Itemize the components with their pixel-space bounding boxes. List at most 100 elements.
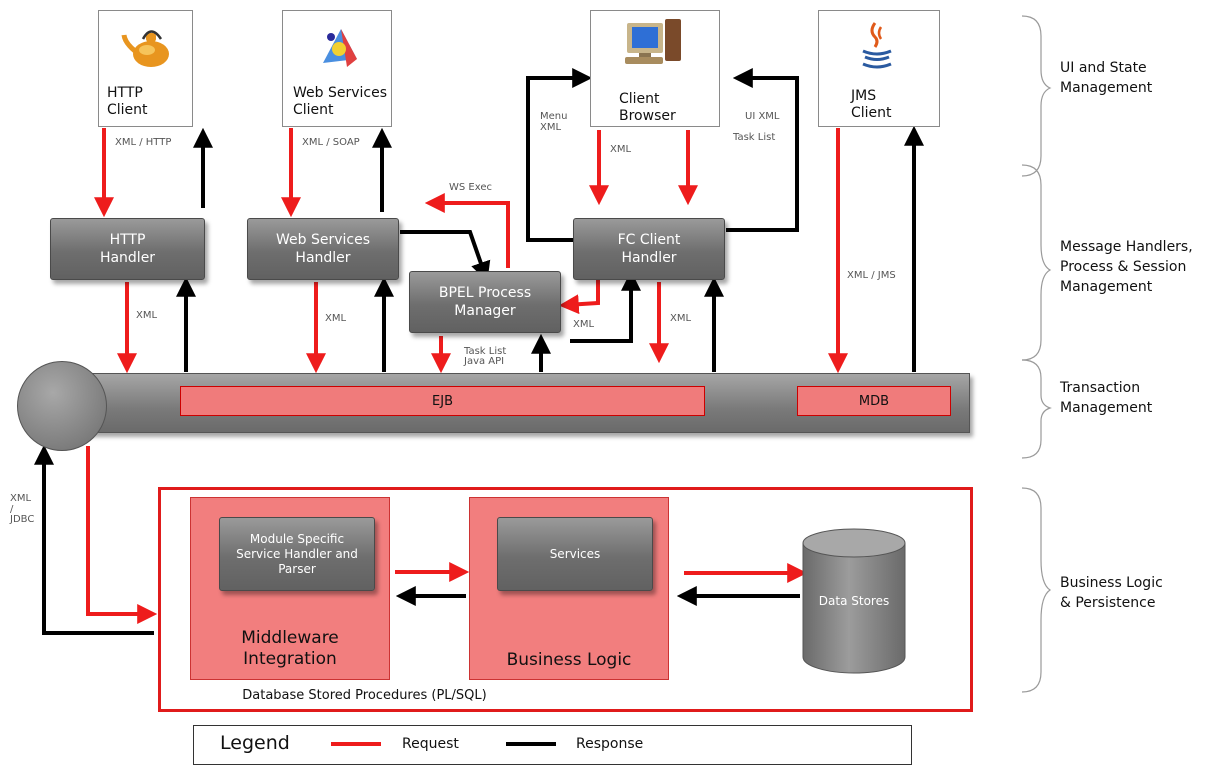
http-client-label-2: Client (107, 102, 148, 118)
request-arrow (558, 280, 600, 315)
ejb-label: EJB (432, 393, 453, 409)
legend-response-label: Response (576, 736, 644, 752)
tier-brace (1021, 164, 1052, 361)
response-arrow (726, 68, 799, 232)
label-xml-3: XML (573, 319, 595, 330)
http-handler: HTTP Handler (50, 218, 205, 280)
label-xml-2: XML (325, 313, 347, 324)
business-logic-label: Business Logic (469, 650, 669, 670)
http-client-box: HTTP Client (98, 10, 193, 127)
bpel-label-2: Manager (454, 303, 516, 319)
label-ws-exec: WS Exec (449, 182, 492, 193)
database-caption: Database Stored Procedures (PL/SQL) (158, 688, 571, 703)
module-label-1: Module Specific (249, 531, 345, 546)
tier-mh-2: Process & Session (1060, 259, 1187, 275)
label-task-list-api-2: Java API (464, 356, 505, 367)
http-handler-label-1: HTTP (109, 232, 146, 248)
bus-endcap (17, 361, 107, 451)
request-arrow (86, 446, 158, 624)
fc-handler-label-2: Handler (621, 250, 677, 266)
label-task-list: Task List (733, 132, 776, 143)
mdb-box: MDB (797, 386, 951, 416)
legend-response-swatch (506, 742, 556, 746)
label-xml-browser: XML (610, 144, 632, 155)
tier-bl-1: Business Logic (1060, 575, 1163, 591)
response-arrow (34, 444, 154, 635)
browser-client-label-1: Client (619, 91, 660, 107)
response-arrow (526, 68, 593, 242)
label-xml-jdbc-2: / (10, 504, 14, 515)
http-handler-label-2: Handler (99, 250, 156, 266)
computer-icon (625, 19, 681, 64)
tier-tx-2: Management (1060, 400, 1153, 416)
legend-title: Legend (220, 732, 290, 754)
ejb-box: EJB (180, 386, 705, 416)
label-xml-jms: XML / JMS (847, 270, 896, 281)
label-xml-soap: XML / SOAP (302, 137, 360, 148)
business-logic-text: Business Logic (506, 650, 632, 670)
tier-ui-1: UI and State (1060, 60, 1147, 76)
tier-brace (1021, 359, 1052, 459)
response-arrow (570, 270, 641, 343)
ws-handler-label-1: Web Services (275, 232, 370, 248)
jms-client-label-2: Client (851, 105, 892, 121)
tier-ui-2: Management (1060, 80, 1153, 96)
module-label-2: Service Handler and (236, 546, 358, 561)
tier-tx-1: Transaction (1060, 380, 1141, 396)
web-services-icon (323, 29, 357, 67)
mdb-label: MDB (858, 393, 890, 409)
ws-client-label-1: Web Services (293, 85, 388, 101)
ws-client-box: Web Services Client (282, 10, 392, 127)
legend-request-label: Request (402, 736, 459, 752)
browser-client-label-2: Browser (619, 108, 676, 124)
data-stores-text: Data Stores (818, 594, 890, 608)
database-caption-text: Database Stored Procedures (PL/SQL) (242, 688, 487, 703)
fc-handler-label-1: FC Client (617, 232, 681, 248)
http-client-label-1: HTTP (107, 85, 143, 101)
bpel-label-1: BPEL Process (438, 285, 532, 301)
tier-mh-1: Message Handlers, (1060, 239, 1193, 255)
ws-handler-label-2: Handler (295, 250, 351, 266)
tier-brace (1021, 15, 1052, 177)
tier-mh-3: Management (1060, 279, 1153, 295)
kettle-icon (121, 30, 169, 67)
label-xml-http: XML / HTTP (115, 137, 172, 148)
browser-client-box: Client Browser (590, 10, 720, 127)
label-task-list-api-1: Task List (464, 346, 507, 357)
legend: Legend Request Response (193, 725, 912, 765)
response-arrow (400, 230, 491, 282)
jms-client-label-1: JMS (851, 88, 877, 104)
label-xml-jdbc-3: JDBC (10, 514, 35, 525)
data-stores-label: Data Stores (801, 594, 907, 608)
label-xml-1: XML (136, 310, 158, 321)
tier-bl-2: & Persistence (1060, 595, 1156, 611)
label-ui-xml: UI XML (745, 111, 780, 122)
services-label: Services (549, 547, 601, 561)
java-coffee-icon (862, 22, 892, 69)
middleware-label-2: Integration (243, 649, 337, 669)
legend-request-swatch (331, 742, 381, 746)
jms-client-box: JMS Client (818, 10, 940, 127)
label-menu-xml-1: Menu (540, 111, 568, 122)
request-arrow (424, 193, 510, 268)
label-xml-4: XML (670, 313, 692, 324)
database-frame (158, 487, 973, 712)
data-stores-cylinder (802, 528, 906, 674)
module-label-3: Parser (278, 561, 316, 576)
middleware-label-1: Middleware (241, 628, 339, 648)
services-box: Services (497, 517, 653, 591)
ws-client-label-2: Client (293, 102, 334, 118)
label-menu-xml-2: XML (540, 122, 562, 133)
tier-business-logic: Business Logic & Persistence (1060, 573, 1163, 613)
label-xml-jdbc-1: XML (10, 493, 32, 504)
tier-brace (1021, 487, 1052, 693)
